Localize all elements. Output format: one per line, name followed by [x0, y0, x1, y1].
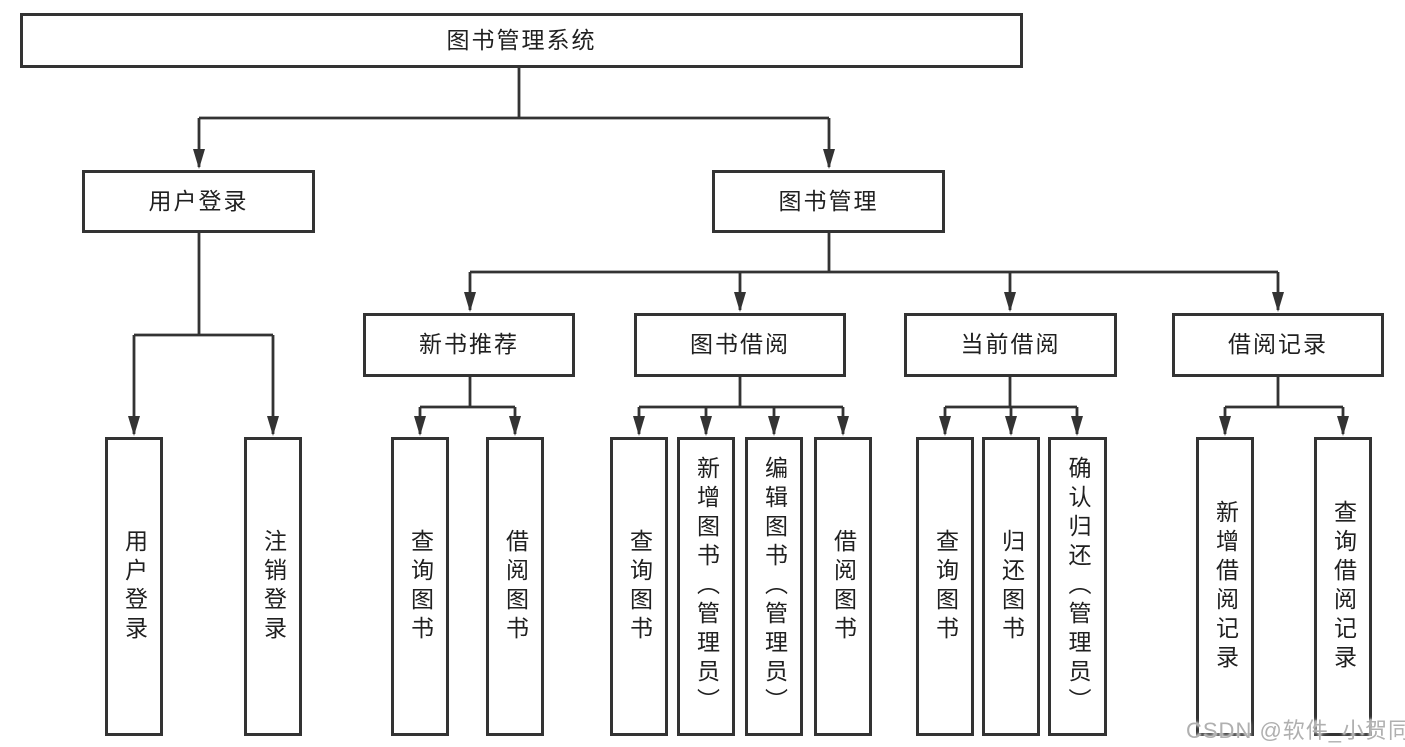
node-label: 用户登录 [121, 528, 148, 645]
node-br-add-record: 新增借阅记录 [1196, 437, 1254, 736]
node-nb-query-books: 查询图书 [391, 437, 449, 736]
node-label: 查询图书 [407, 528, 434, 645]
node-cb-confirm-return-admin: 确认归还（管理员） [1048, 437, 1107, 736]
node-book-management: 图书管理 [712, 170, 945, 233]
node-label: 借阅图书 [502, 528, 529, 645]
node-bb-borrow-books: 借阅图书 [814, 437, 872, 736]
node-user-login-group: 用户登录 [82, 170, 315, 233]
node-label: 当前借阅 [960, 331, 1061, 358]
node-label: 新增借阅记录 [1212, 499, 1239, 674]
node-current-borrow: 当前借阅 [904, 313, 1117, 377]
node-logout: 注销登录 [244, 437, 302, 736]
node-bb-query-books: 查询图书 [610, 437, 668, 736]
node-label: 新书推荐 [419, 331, 519, 358]
node-br-query-record: 查询借阅记录 [1314, 437, 1372, 736]
node-book-borrow: 图书借阅 [634, 313, 846, 377]
node-new-book-recommend: 新书推荐 [363, 313, 575, 377]
node-label: 查询图书 [626, 528, 653, 645]
node-label: 查询图书 [932, 528, 959, 645]
node-label: 确认归还（管理员） [1065, 456, 1091, 717]
node-bb-edit-books-admin: 编辑图书（管理员） [745, 437, 803, 736]
node-label: 借阅记录 [1228, 331, 1328, 358]
node-bb-add-books-admin: 新增图书（管理员） [677, 437, 735, 736]
node-label: 图书管理 [778, 187, 879, 214]
node-label: 借阅图书 [830, 528, 857, 645]
node-label: 注销登录 [260, 528, 287, 645]
node-label: 新增图书（管理员） [693, 456, 720, 717]
node-library-management-system: 图书管理系统 [20, 13, 1023, 68]
node-borrow-records: 借阅记录 [1172, 313, 1384, 377]
csdn-watermark: CSDN @软件_小贺同学 [1186, 718, 1405, 743]
node-label: 编辑图书（管理员） [761, 456, 788, 717]
node-label: 用户登录 [148, 187, 249, 214]
node-label: 查询借阅记录 [1330, 499, 1357, 674]
node-cb-query-books: 查询图书 [916, 437, 974, 736]
node-nb-borrow-books: 借阅图书 [486, 437, 544, 736]
node-label: 图书借阅 [690, 331, 790, 358]
node-label: 归还图书 [998, 528, 1025, 645]
node-cb-return-books: 归还图书 [982, 437, 1040, 736]
node-user-login: 用户登录 [105, 437, 163, 736]
node-label: 图书管理系统 [446, 26, 597, 53]
